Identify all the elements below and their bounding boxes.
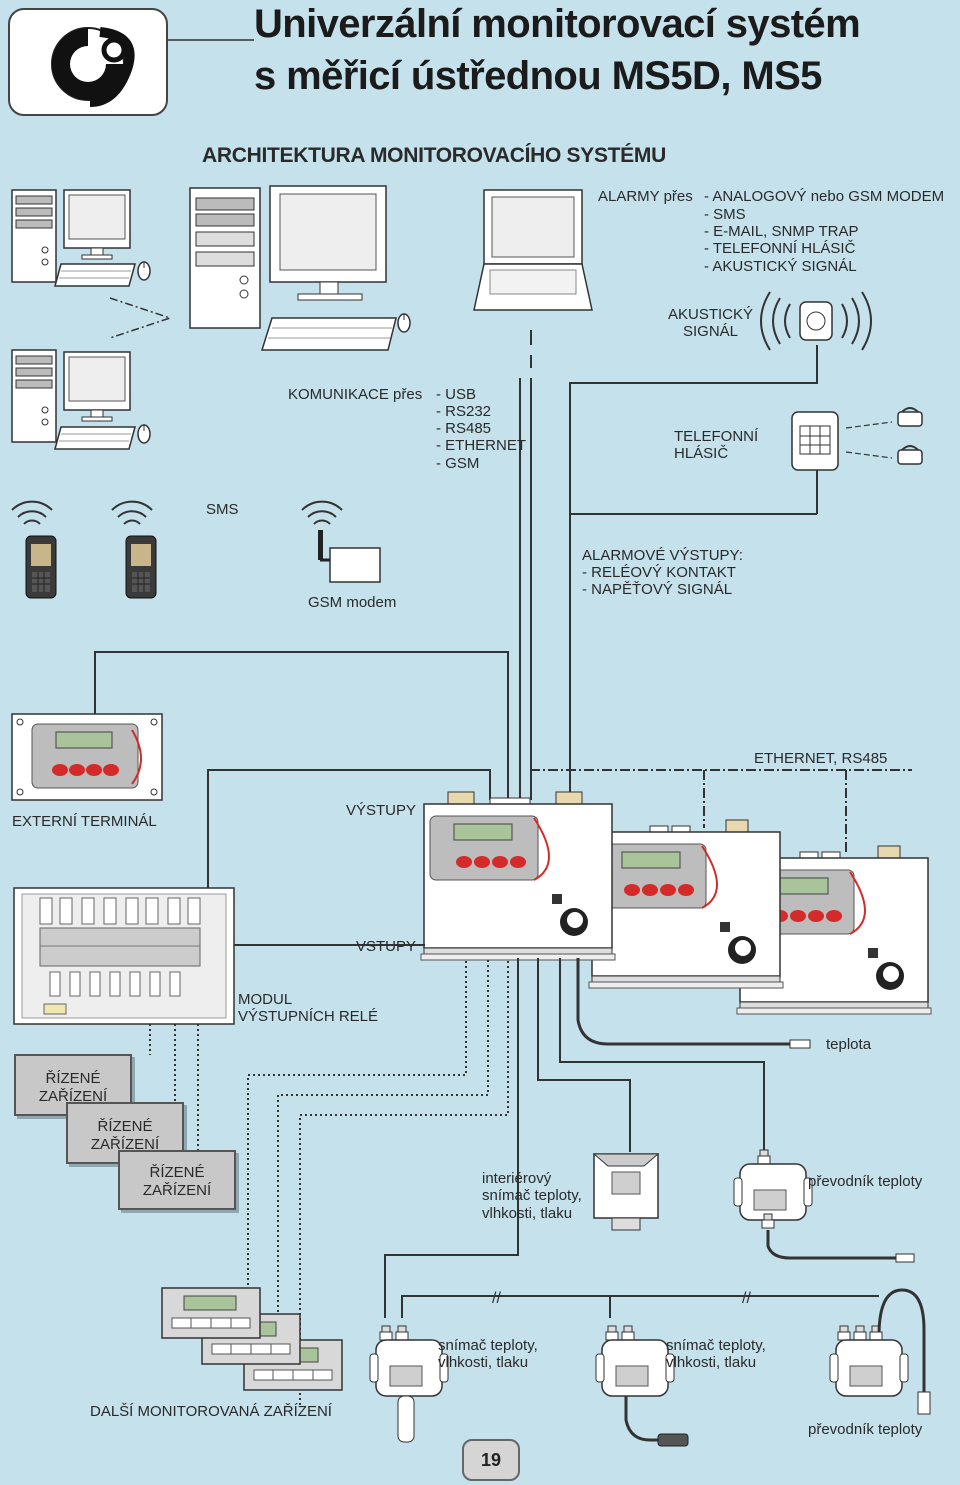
laptop [473,189,593,311]
controlled-device-3: ŘÍZENÉ ZAŘÍZENÍ [118,1150,236,1210]
controlled-device-label: ŘÍZENÉ [149,1164,205,1181]
relay-module-label-1: MODUL [238,991,293,1008]
temperature-converter [733,1149,915,1263]
datalogger-2 [588,819,784,989]
comm-item: - RS485 [436,420,492,437]
thp-sensor-label: vlhkosti, tlaku [666,1354,757,1371]
temp-converter-label: převodník teploty [808,1173,923,1190]
alarm-item: - AKUSTICKÝ SIGNÁL [704,258,857,275]
more-devices-label: DALŠÍ MONITOROVANÁ ZAŘÍZENÍ [90,1403,332,1420]
alarm-item: - E-MAIL, SNMP TRAP [704,223,859,240]
svg-text://: // [492,1290,501,1307]
thp-sensor-1 [369,1325,449,1443]
thp-sensor-label: snímač teploty, [438,1337,538,1354]
thp-sensor-label: snímač teploty, [666,1337,766,1354]
pc-tower-1 [11,189,57,283]
datalogger-1 [420,791,616,961]
mobile-phone-1 [25,535,57,599]
comm-item: - RS232 [436,403,492,420]
main-monitor [269,185,387,301]
monitored-device-1 [161,1287,261,1339]
monitor-2 [63,351,131,422]
datalogger-3 [736,845,932,1015]
phone-dialer-device [791,411,839,471]
thp-sensor-2 [595,1325,689,1447]
thp-sensor-label: vlhkosti, tlaku [438,1354,529,1371]
controlled-device-label: ŘÍZENÉ [97,1118,153,1135]
alarms-label: ALARMY přes [598,188,693,205]
logo [8,8,168,116]
page-title-line2: s měřicí ústřednou MS5D, MS5 [254,54,822,98]
main-pc-tower [189,187,261,329]
telephone-icon-2 [897,445,923,465]
comm-item: - ETHERNET [436,437,526,454]
alarm-item: - SMS [704,206,746,223]
interior-sensor-label: vlhkosti, tlaku [482,1205,573,1222]
keyboard-2 [54,426,136,450]
interior-sensor [592,1153,660,1231]
acoustic-label-2: SIGNÁL [683,323,739,340]
phone-dialer-label-2: HLÁSIČ [674,445,729,462]
mobile-phone-2 [125,535,157,599]
relay-module-label-2: VÝSTUPNÍCH RELÉ [238,1008,379,1025]
comm-item: - USB [436,386,477,403]
comet-logo-icon [51,27,135,107]
keyboard-1 [54,263,136,287]
external-terminal [11,713,163,801]
main-keyboard [260,317,397,351]
sms-label: SMS [206,501,239,518]
relay-module [13,887,235,1025]
temperature-converter-2 [829,1288,931,1415]
gsm-modem-label: GSM modem [308,594,397,611]
ethernet-label: ETHERNET, RS485 [754,750,888,767]
alarm-outputs-title: ALARMOVÉ VÝSTUPY: [582,547,743,564]
temp-converter-label-2: převodník teploty [808,1421,923,1438]
interior-sensor-label: interiérový [482,1170,552,1187]
phone-dialer-label-1: TELEFONNÍ [674,428,759,445]
alarm-output-item: - RELÉOVÝ KONTAKT [582,564,736,581]
controlled-device-label: ZAŘÍZENÍ [38,1088,108,1105]
inputs-label: VSTUPY [356,938,417,955]
gsm-modem [318,530,381,583]
alarm-item: - ANALOGOVÝ nebo GSM MODEM [704,188,945,205]
telephone-icon-1 [897,407,923,427]
pc-tower-2 [11,349,57,443]
alarm-output-item: - NAPĚŤOVÝ SIGNÁL [582,581,733,598]
svg-text://: // [742,1290,751,1307]
communication-label: KOMUNIKACE přes [288,386,423,403]
controlled-device-label: ZAŘÍZENÍ [142,1182,212,1199]
monitor-1 [63,189,131,260]
acoustic-label-1: AKUSTICKÝ [668,306,754,323]
page-number: 19 [462,1439,520,1481]
alarm-item: - TELEFONNÍ HLÁSIČ [704,240,856,257]
comm-item: - GSM [436,455,480,472]
controlled-device-label: ZAŘÍZENÍ [90,1136,160,1153]
controlled-device-label: ŘÍZENÉ [45,1070,101,1087]
section-heading: ARCHITEKTURA MONITOROVACÍHO SYSTÉMU [202,144,666,167]
page-title-line1: Univerzální monitorovací systém [254,2,861,46]
acoustic-signal-device [760,291,872,351]
temperature-label: teplota [826,1036,872,1053]
external-terminal-label: EXTERNÍ TERMINÁL [12,813,157,830]
interior-sensor-label: snímač teploty, [482,1187,582,1204]
outputs-label: VÝSTUPY [346,802,417,819]
